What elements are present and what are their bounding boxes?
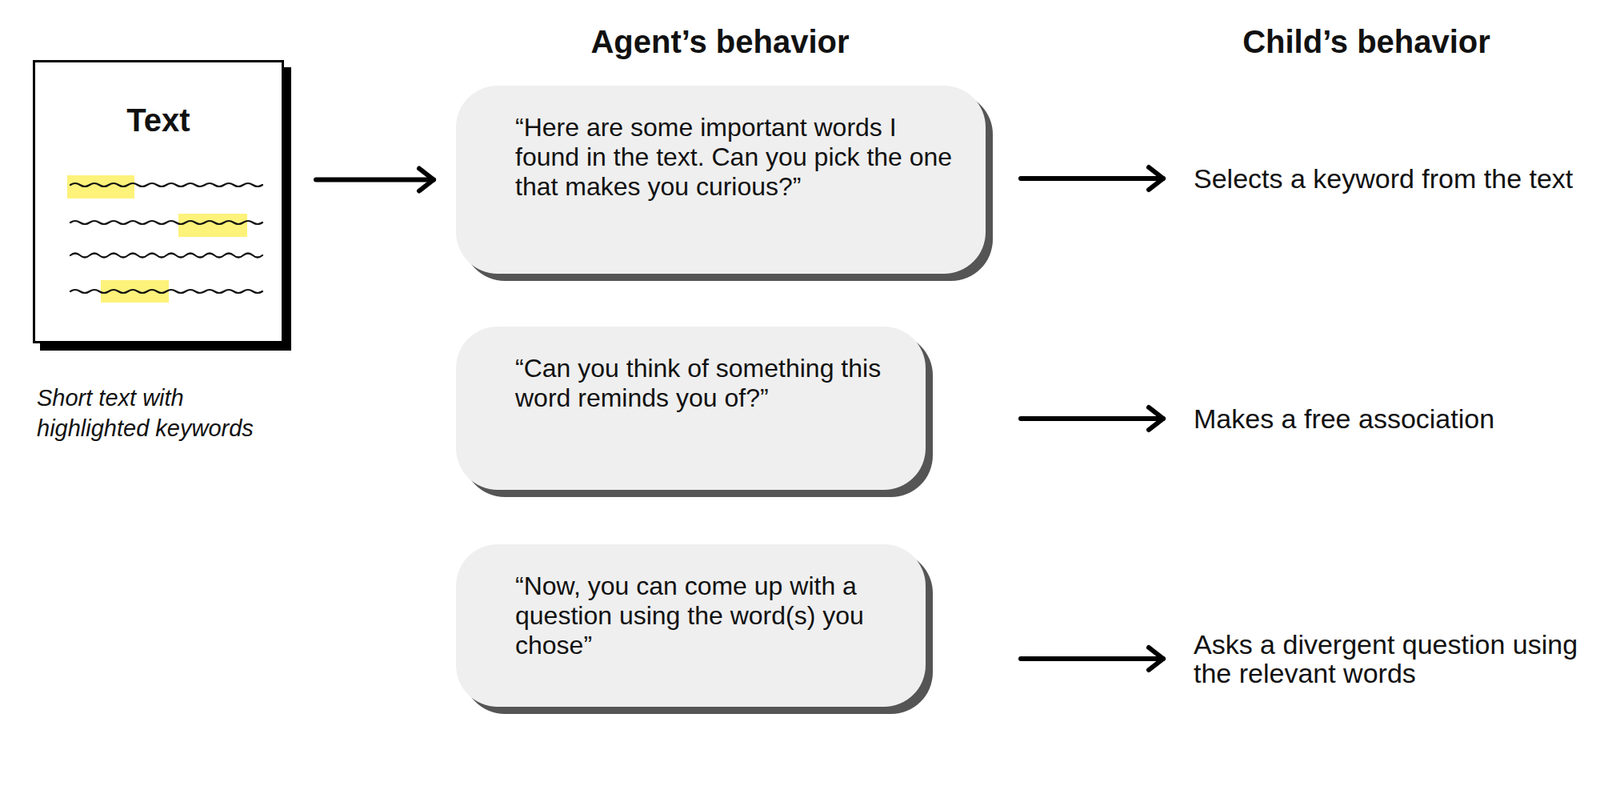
- node-text: “Can you think of something this word re…: [515, 353, 894, 413]
- document-title: Text: [35, 100, 282, 140]
- node-text: Selects a keyword from the text: [1193, 164, 1586, 193]
- arrowhead: [419, 168, 434, 192]
- text-line: [70, 183, 263, 187]
- arrow-line: [1020, 656, 1164, 661]
- keyword-highlight: [178, 213, 248, 237]
- text-document: TextShort text with highlighted keywords: [32, 60, 284, 344]
- node-text: “Now, you can come up with a question us…: [515, 571, 894, 660]
- node-text: Makes a free association: [1193, 404, 1586, 433]
- text-line: [70, 289, 263, 293]
- speech-bubble: “Here are some important words I found i…: [456, 85, 986, 274]
- node-text: “Here are some important words I found i…: [515, 112, 954, 202]
- keyword-highlight: [100, 280, 169, 303]
- text-line: [70, 253, 263, 258]
- column-header: Child’s behavior: [1242, 22, 1491, 61]
- arrow-line: [1020, 176, 1164, 181]
- arrow-connector: [1020, 407, 1164, 430]
- arrowhead: [1148, 407, 1164, 430]
- arrow-connector: [1020, 167, 1164, 190]
- speech-bubble: “Can you think of something this word re…: [456, 326, 926, 490]
- arrow-line: [1020, 416, 1164, 421]
- arrowhead: [1148, 647, 1164, 670]
- text-line: [70, 220, 263, 224]
- behavior-text: Makes a free association: [1193, 404, 1586, 433]
- arrow-connector: [316, 168, 434, 192]
- arrow-connector: [1020, 647, 1164, 670]
- node-text: Asks a divergent question using the rele…: [1193, 629, 1586, 688]
- document-caption: Short text with highlighted keywords: [36, 382, 277, 444]
- arrow-line: [316, 177, 434, 183]
- column-header: Agent’s behavior: [590, 22, 849, 61]
- speech-bubble: “Now, you can come up with a question us…: [456, 544, 926, 707]
- behavior-text: Asks a divergent question using the rele…: [1193, 629, 1586, 688]
- behavior-text: Selects a keyword from the text: [1193, 164, 1586, 193]
- arrowhead: [1148, 167, 1164, 190]
